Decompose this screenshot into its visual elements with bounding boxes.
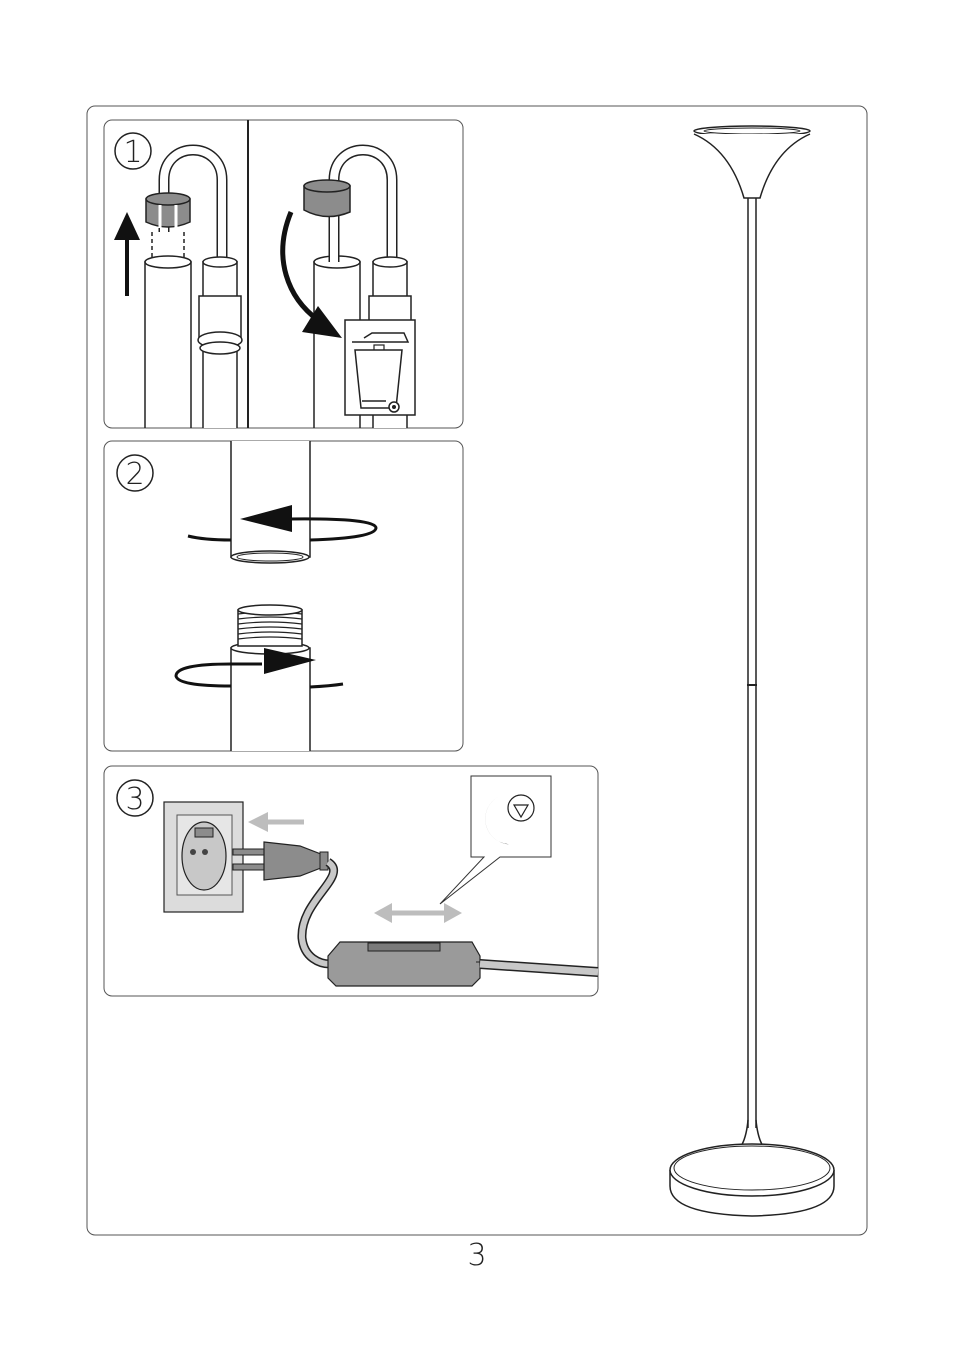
step-1-number: 1 xyxy=(123,135,142,170)
step-3-number: 3 xyxy=(125,782,144,817)
wall-socket-icon xyxy=(164,802,243,912)
bin-icon xyxy=(345,320,415,415)
step-3-panel: 3 xyxy=(104,766,598,996)
arrow-up-icon xyxy=(114,212,140,296)
page-number: 3 xyxy=(0,1238,954,1273)
step-2-panel: 2 xyxy=(104,441,463,751)
step-2-number: 2 xyxy=(125,457,144,492)
floor-lamp-illustration xyxy=(670,126,834,1216)
dimmer-icon xyxy=(440,776,551,904)
plug-icon xyxy=(233,842,328,880)
step-1-panel: 1 xyxy=(104,120,463,428)
